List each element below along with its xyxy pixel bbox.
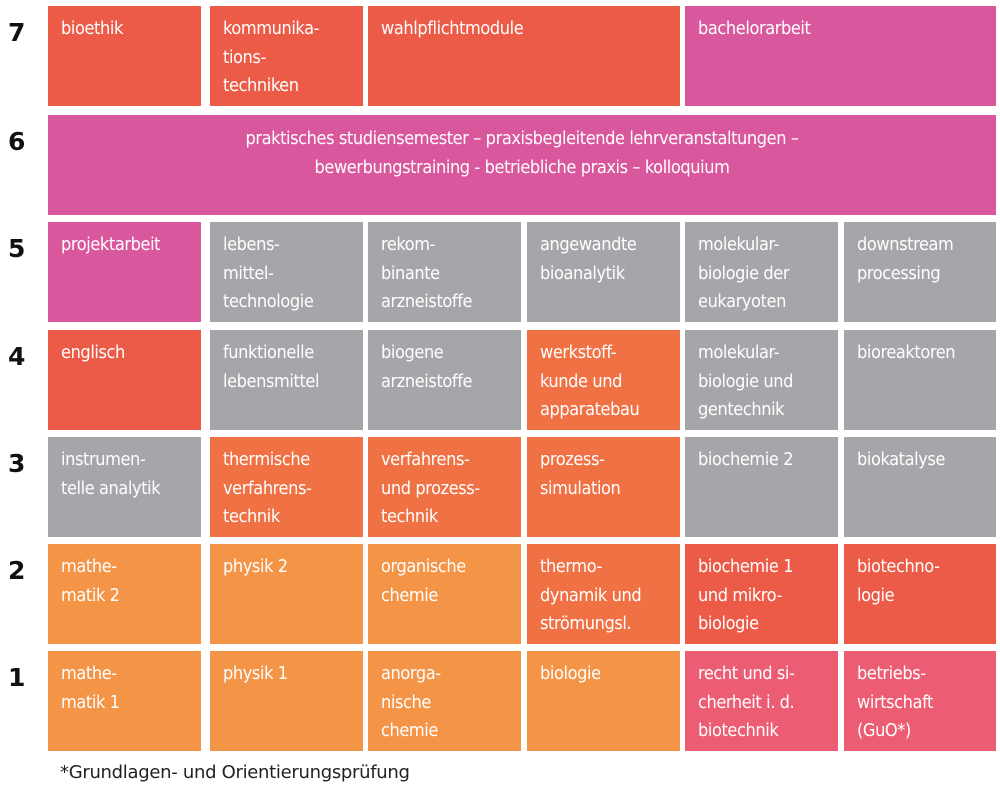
- module-cell: angewandte bioanalytik: [527, 222, 680, 322]
- footnote: *Grundlagen- und Orientierungsprüfung: [60, 762, 410, 783]
- module-cell: werkstoff- kunde und apparatebau: [527, 330, 680, 430]
- module-cell: mathe- matik 2: [48, 544, 201, 644]
- module-cell: praktisches studiensemester – praxisbegl…: [48, 115, 996, 215]
- module-cell: physik 1: [210, 651, 363, 751]
- module-cell: molekular- biologie der eukaryoten: [685, 222, 838, 322]
- module-cell: bachelorarbeit: [685, 6, 996, 106]
- module-cell: physik 2: [210, 544, 363, 644]
- module-cell: recht und si- cherheit i. d. biotechnik: [685, 651, 838, 751]
- module-cell: organische chemie: [368, 544, 521, 644]
- semester-label-5: 5: [8, 234, 26, 263]
- module-cell: rekom- binante arzneistoffe: [368, 222, 521, 322]
- module-cell: kommunika- tions- techniken: [210, 6, 363, 106]
- semester-label-2: 2: [8, 556, 26, 585]
- module-cell: projektarbeit: [48, 222, 201, 322]
- module-cell: instrumen- telle analytik: [48, 437, 201, 537]
- semester-label-3: 3: [8, 449, 26, 478]
- semester-label-7: 7: [8, 18, 26, 47]
- module-cell: biochemie 1 und mikro- biologie: [685, 544, 838, 644]
- module-cell: biotechno- logie: [844, 544, 996, 644]
- module-cell: lebens- mittel- technologie: [210, 222, 363, 322]
- semester-label-4: 4: [8, 342, 26, 371]
- module-cell: biochemie 2: [685, 437, 838, 537]
- module-cell: biogene arzneistoffe: [368, 330, 521, 430]
- module-cell: biologie: [527, 651, 680, 751]
- module-cell: thermische verfahrens- technik: [210, 437, 363, 537]
- module-cell: thermo- dynamik und strömungsl.: [527, 544, 680, 644]
- module-cell: betriebs- wirtschaft (GuO*): [844, 651, 996, 751]
- semester-label-6: 6: [8, 127, 26, 156]
- semester-label-1: 1: [8, 663, 26, 692]
- module-cell: englisch: [48, 330, 201, 430]
- module-cell: molekular- biologie und gentechnik: [685, 330, 838, 430]
- module-cell: bioethik: [48, 6, 201, 106]
- module-cell: verfahrens- und prozess- technik: [368, 437, 521, 537]
- module-cell: anorga- nische chemie: [368, 651, 521, 751]
- module-cell: funktionelle lebensmittel: [210, 330, 363, 430]
- module-cell: bioreaktoren: [844, 330, 996, 430]
- module-cell: wahlpflichtmodule: [368, 6, 680, 106]
- module-cell: biokatalyse: [844, 437, 996, 537]
- module-cell: mathe- matik 1: [48, 651, 201, 751]
- module-cell: downstream processing: [844, 222, 996, 322]
- module-cell: prozess- simulation: [527, 437, 680, 537]
